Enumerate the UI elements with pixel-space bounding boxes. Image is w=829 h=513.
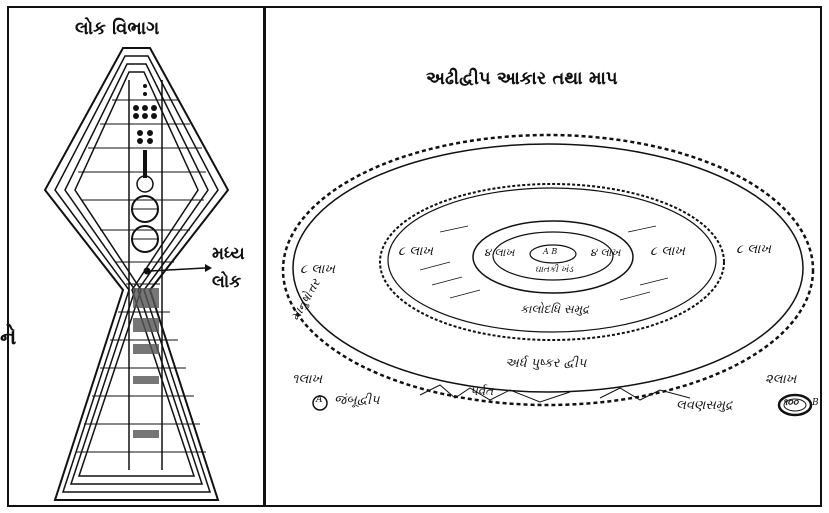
- edge-text: ને: [0, 325, 16, 350]
- label-dhatki: ઘાતકી ખંડ: [535, 265, 573, 275]
- label-parvat: પર્વત: [470, 384, 493, 399]
- lok-label: લોક: [212, 272, 241, 292]
- label-jambu: જંબૂદ્વીપ: [334, 393, 379, 408]
- label-outer-left: ૮ લાખ: [300, 262, 335, 277]
- label-kalodadhi: કાલોદધિ સમુદ્ર: [520, 302, 589, 317]
- label-core: A B: [543, 247, 557, 256]
- lok-figure: [45, 48, 228, 500]
- label-inner-right: ૪ લાખ: [590, 246, 620, 260]
- label-jambu-marker: A: [316, 395, 323, 405]
- dweep-diagram: [283, 135, 813, 415]
- label-inner-left: ૪ લાખ: [484, 246, 514, 260]
- madhya-label: મધ્ય: [212, 244, 245, 264]
- label-lavan: લવણસમુદ્ર: [676, 398, 733, 413]
- label-right-lakh: ૨લાખ: [765, 372, 796, 387]
- label-left-lakh: ૧લાખ: [292, 372, 322, 387]
- label-ardh-pushkar: અર્ધ પુષ્કર દ્વીપ: [505, 356, 586, 371]
- label-ring-left: ૮ લાખ: [398, 244, 433, 259]
- label-badge: ૧૦૦: [783, 398, 798, 408]
- right-panel-title: અઢીદ્વીપ આકાર તથા માપ: [426, 68, 618, 89]
- label-outer-right: ૮ લાખ: [736, 242, 771, 257]
- label-badge-suffix: B: [812, 398, 819, 408]
- label-ring-right: ૮ લાખ: [650, 244, 685, 259]
- left-panel-title: લોક વિભાગ: [75, 18, 159, 39]
